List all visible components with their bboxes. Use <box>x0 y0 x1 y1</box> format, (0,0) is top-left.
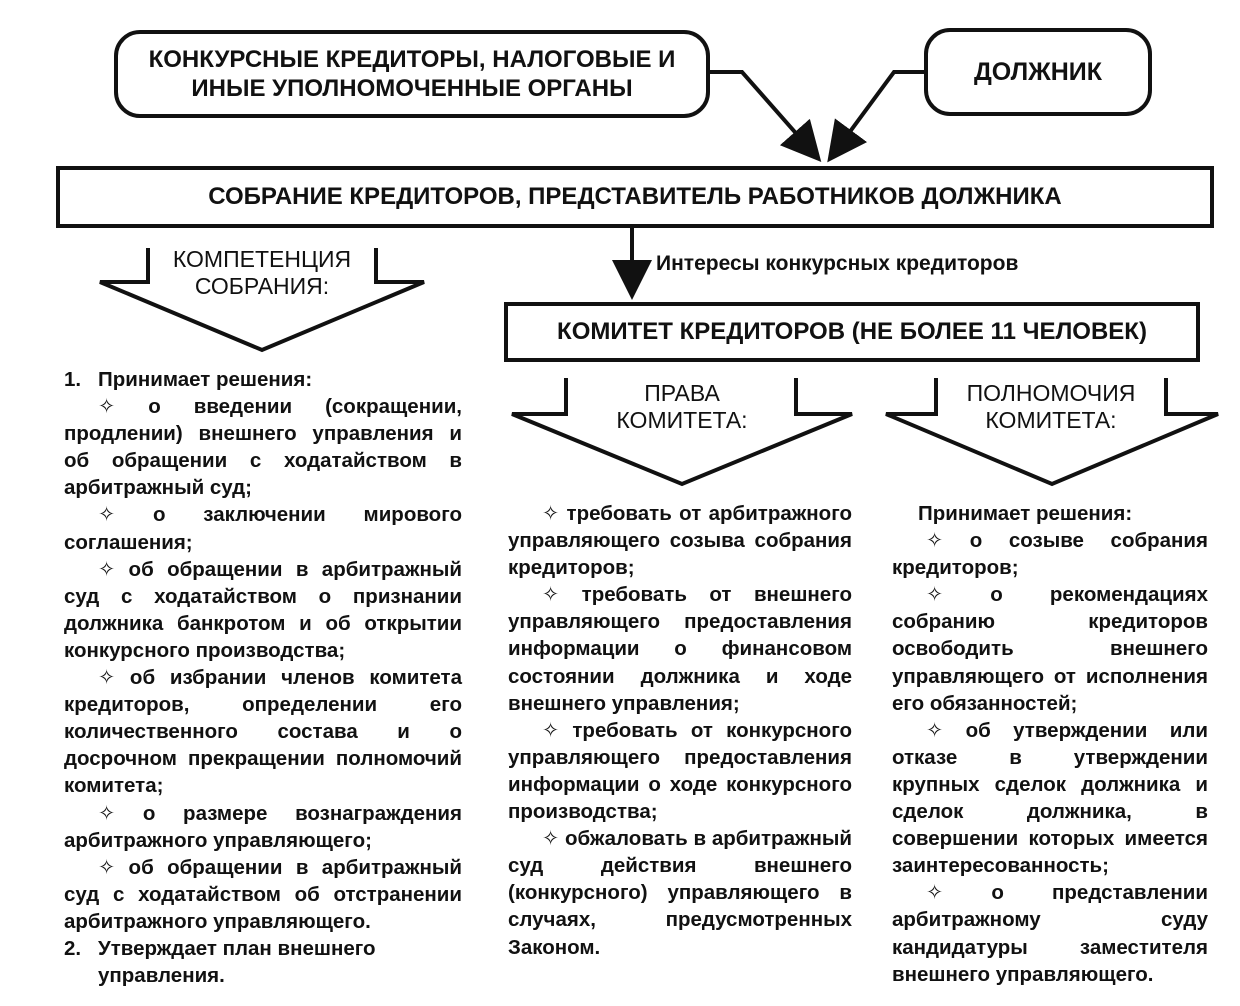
rights-arrow-shape <box>511 378 853 487</box>
list-item: ✧ об обращении в арбитражный суд с ходат… <box>64 855 462 933</box>
creditors-box: КОНКУРСНЫЕ КРЕДИТОРЫ, НАЛОГОВЫЕ И ИНЫЕ У… <box>114 30 710 118</box>
item-2: 2. Утверждает план внешнего управления. <box>64 935 462 989</box>
rights-label-line1: ПРАВА <box>644 380 720 406</box>
committee-rights-list: ✧ требовать от арбитражного управляющего… <box>508 500 852 961</box>
list-item: ✧ о размере вознаграждения арбитражного … <box>64 801 462 852</box>
list-item: ✧ о заключении мирового соглашения; <box>64 503 462 554</box>
powers-arrow-shape <box>885 378 1219 487</box>
rights-label-line2: КОМИТЕТА: <box>616 407 748 433</box>
arrow-creditors-to-meeting <box>710 70 822 163</box>
competence-label: КОМПЕТЕНЦИЯ СОБРАНИЯ: <box>150 246 374 300</box>
competence-arrow-shape <box>99 248 425 353</box>
creditors-committee-text: КОМИТЕТ КРЕДИТОРОВ (НЕ БОЛЕЕ 11 ЧЕЛОВЕК) <box>557 318 1147 345</box>
competence-label-line2: СОБРАНИЯ: <box>194 273 330 299</box>
list-item: ✧ о представлении арбитражному суду канд… <box>892 881 1208 986</box>
list-item: ✧ о рекомендациях собранию кредиторов ос… <box>892 583 1208 715</box>
list-item: ✧ требовать от внешнего управляющего пре… <box>508 583 852 715</box>
powers-label-line2: КОМИТЕТА: <box>985 407 1117 433</box>
item-1-title: Принимает решения: <box>98 368 313 391</box>
debtor-box-text: ДОЛЖНИК <box>973 57 1103 86</box>
debtor-box: ДОЛЖНИК <box>924 28 1152 116</box>
committee-powers-list: Принимает решения: ✧ о созыве собрания к… <box>892 500 1208 988</box>
list-item: ✧ о созыве собрания кредиторов; <box>892 529 1208 580</box>
interests-label: Интересы конкурсных кредиторов <box>656 252 1019 275</box>
list-item: ✧ об обращении в арбитражный суд с ходат… <box>64 557 462 662</box>
list-item: ✧ об утверждении или отказе в утверждени… <box>892 718 1208 878</box>
rights-label: ПРАВА КОМИТЕТА: <box>570 380 794 434</box>
list-item: ✧ требовать от арбитражного управляющего… <box>508 502 852 580</box>
powers-heading: Принимает решения: <box>918 502 1133 525</box>
powers-label: ПОЛНОМОЧИЯ КОМИТЕТА: <box>938 380 1164 434</box>
meeting-competence-list: 1. Принимает решения: ✧ о введении (сокр… <box>64 366 462 989</box>
arrow-debtor-to-meeting <box>827 70 924 163</box>
creditors-box-text: КОНКУРСНЫЕ КРЕДИТОРЫ, НАЛОГОВЫЕ И ИНЫЕ У… <box>148 46 676 102</box>
item-2-text: Утверждает план внешнего управления. <box>98 936 376 988</box>
list-item: ✧ требовать от конкурсного управляющего … <box>508 718 852 824</box>
item-1-heading: 1. Принимает решения: <box>64 366 462 393</box>
list-item: ✧ об избрании членов комитета кредиторов… <box>64 666 462 798</box>
item-2-number: 2. <box>64 936 82 960</box>
creditors-meeting-text: СОБРАНИЕ КРЕДИТОРОВ, ПРЕДСТАВИТЕЛЬ РАБОТ… <box>208 183 1062 210</box>
competence-label-line1: КОМПЕТЕНЦИЯ <box>172 246 352 272</box>
creditors-committee-box: КОМИТЕТ КРЕДИТОРОВ (НЕ БОЛЕЕ 11 ЧЕЛОВЕК) <box>504 302 1200 362</box>
item-1-number: 1. <box>64 368 82 391</box>
list-item: ✧ обжаловать в арбитражный суд действия … <box>508 827 852 959</box>
list-item: ✧ о введении (сокращении, продлении) вне… <box>64 395 462 500</box>
powers-label-line1: ПОЛНОМОЧИЯ <box>966 380 1136 406</box>
creditors-meeting-box: СОБРАНИЕ КРЕДИТОРОВ, ПРЕДСТАВИТЕЛЬ РАБОТ… <box>56 166 1214 228</box>
